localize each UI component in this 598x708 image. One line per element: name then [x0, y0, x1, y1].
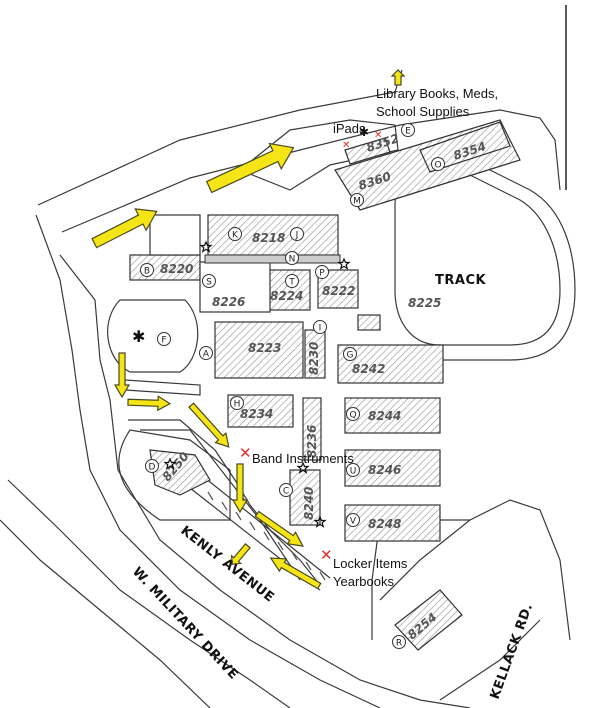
location-letter: E: [405, 127, 411, 137]
arrow-icon: [390, 69, 406, 86]
band-instruments-note: Band Instruments: [252, 451, 354, 466]
x-marker-icon: ✕: [320, 546, 333, 564]
x-markers: ✕ ✕ ✕ ✕: [239, 130, 382, 564]
location-letter: C: [283, 487, 289, 497]
building-number: 8242: [352, 362, 385, 376]
building-8250: [149, 449, 211, 496]
building-number: 8246: [368, 463, 401, 477]
building-number: 8218: [252, 231, 285, 245]
location-letter: P: [319, 269, 325, 279]
arrow-icon: [188, 402, 230, 448]
star-icon: [313, 515, 327, 528]
building-8248: [344, 504, 441, 542]
building-number: 8234: [240, 407, 273, 421]
location-letter: I: [319, 324, 322, 334]
building-numbers: 8218 8220 8226 8224 8222 8225 8223 8230 …: [160, 131, 488, 642]
star-icon: [199, 240, 213, 253]
kenly-avenue-label: KENLY AVENUE: [178, 523, 277, 605]
military-drive-label: W. MILITARY DRIVE: [129, 564, 241, 682]
arrow-icon: [91, 208, 158, 249]
library-note-line1: Library Books, Meds,: [376, 86, 498, 101]
location-letter: K: [232, 231, 239, 241]
direction-arrows: [91, 69, 406, 590]
location-letter: R: [396, 639, 402, 649]
locker-items-note: Locker Items: [333, 556, 408, 571]
star-markers: ✱ ✱: [132, 125, 369, 528]
arrow-icon: [254, 510, 305, 547]
asterisk-icon: ✱: [132, 327, 145, 346]
building-number: 8244: [368, 409, 401, 423]
building-number: 8236: [305, 425, 319, 458]
location-letter: Q: [349, 411, 356, 421]
library-note-line2: School Supplies: [376, 104, 470, 119]
x-marker-icon: ✕: [239, 444, 252, 462]
building-8352: [344, 137, 391, 165]
building-8236: [302, 397, 322, 461]
building-number: 8223: [248, 341, 281, 355]
location-markers: A B C D E F G H I J K M N O P Q R S T U …: [140, 123, 445, 649]
x-marker-icon: ✕: [374, 130, 382, 141]
star-icon: [337, 257, 351, 270]
parking-stalls: [207, 491, 326, 581]
kellack-road-label: KELLACK RD.: [488, 601, 537, 701]
building-number: 8230: [307, 342, 321, 375]
ipads-note: iPads: [333, 121, 366, 136]
building-8223: [214, 321, 304, 379]
building-number: 8225: [408, 296, 441, 310]
asterisk-icon: ✱: [359, 125, 369, 139]
buildings: [129, 119, 521, 651]
arrow-icon: [127, 395, 172, 412]
location-letter: D: [149, 463, 156, 473]
location-letter: A: [203, 350, 210, 360]
star-icon: [296, 461, 310, 474]
location-letter: S: [206, 278, 212, 288]
building-8246: [344, 449, 441, 487]
location-letter: V: [350, 517, 357, 527]
arrow-icon: [269, 557, 322, 590]
location-letter: G: [347, 351, 354, 361]
location-letter: T: [288, 278, 295, 288]
track-label: TRACK: [435, 273, 486, 288]
building-number: 8226: [212, 295, 245, 309]
building-number: 8220: [160, 262, 193, 276]
location-letter: M: [353, 197, 361, 207]
arrow-icon: [113, 352, 131, 399]
x-marker-icon: ✕: [342, 140, 350, 151]
building-number: 8248: [368, 517, 401, 531]
location-letter: F: [161, 336, 166, 346]
location-letter: B: [144, 267, 150, 277]
location-letter: N: [289, 255, 296, 265]
arrow-icon: [230, 543, 251, 565]
building-8244: [344, 397, 441, 434]
building-number: 8224: [270, 289, 303, 303]
location-letter: H: [234, 400, 241, 410]
building-number: 8222: [322, 284, 355, 298]
arrow-icon: [205, 142, 295, 194]
location-letter: O: [434, 161, 441, 171]
building-8254: [394, 589, 463, 651]
building-number: 8240: [302, 487, 316, 520]
arrow-icon: [231, 463, 249, 514]
yearbooks-note: Yearbooks: [333, 574, 394, 589]
location-letter: J: [295, 231, 299, 241]
star-icon: [163, 457, 177, 470]
location-letter: U: [350, 467, 357, 477]
building-8225: [357, 314, 381, 331]
